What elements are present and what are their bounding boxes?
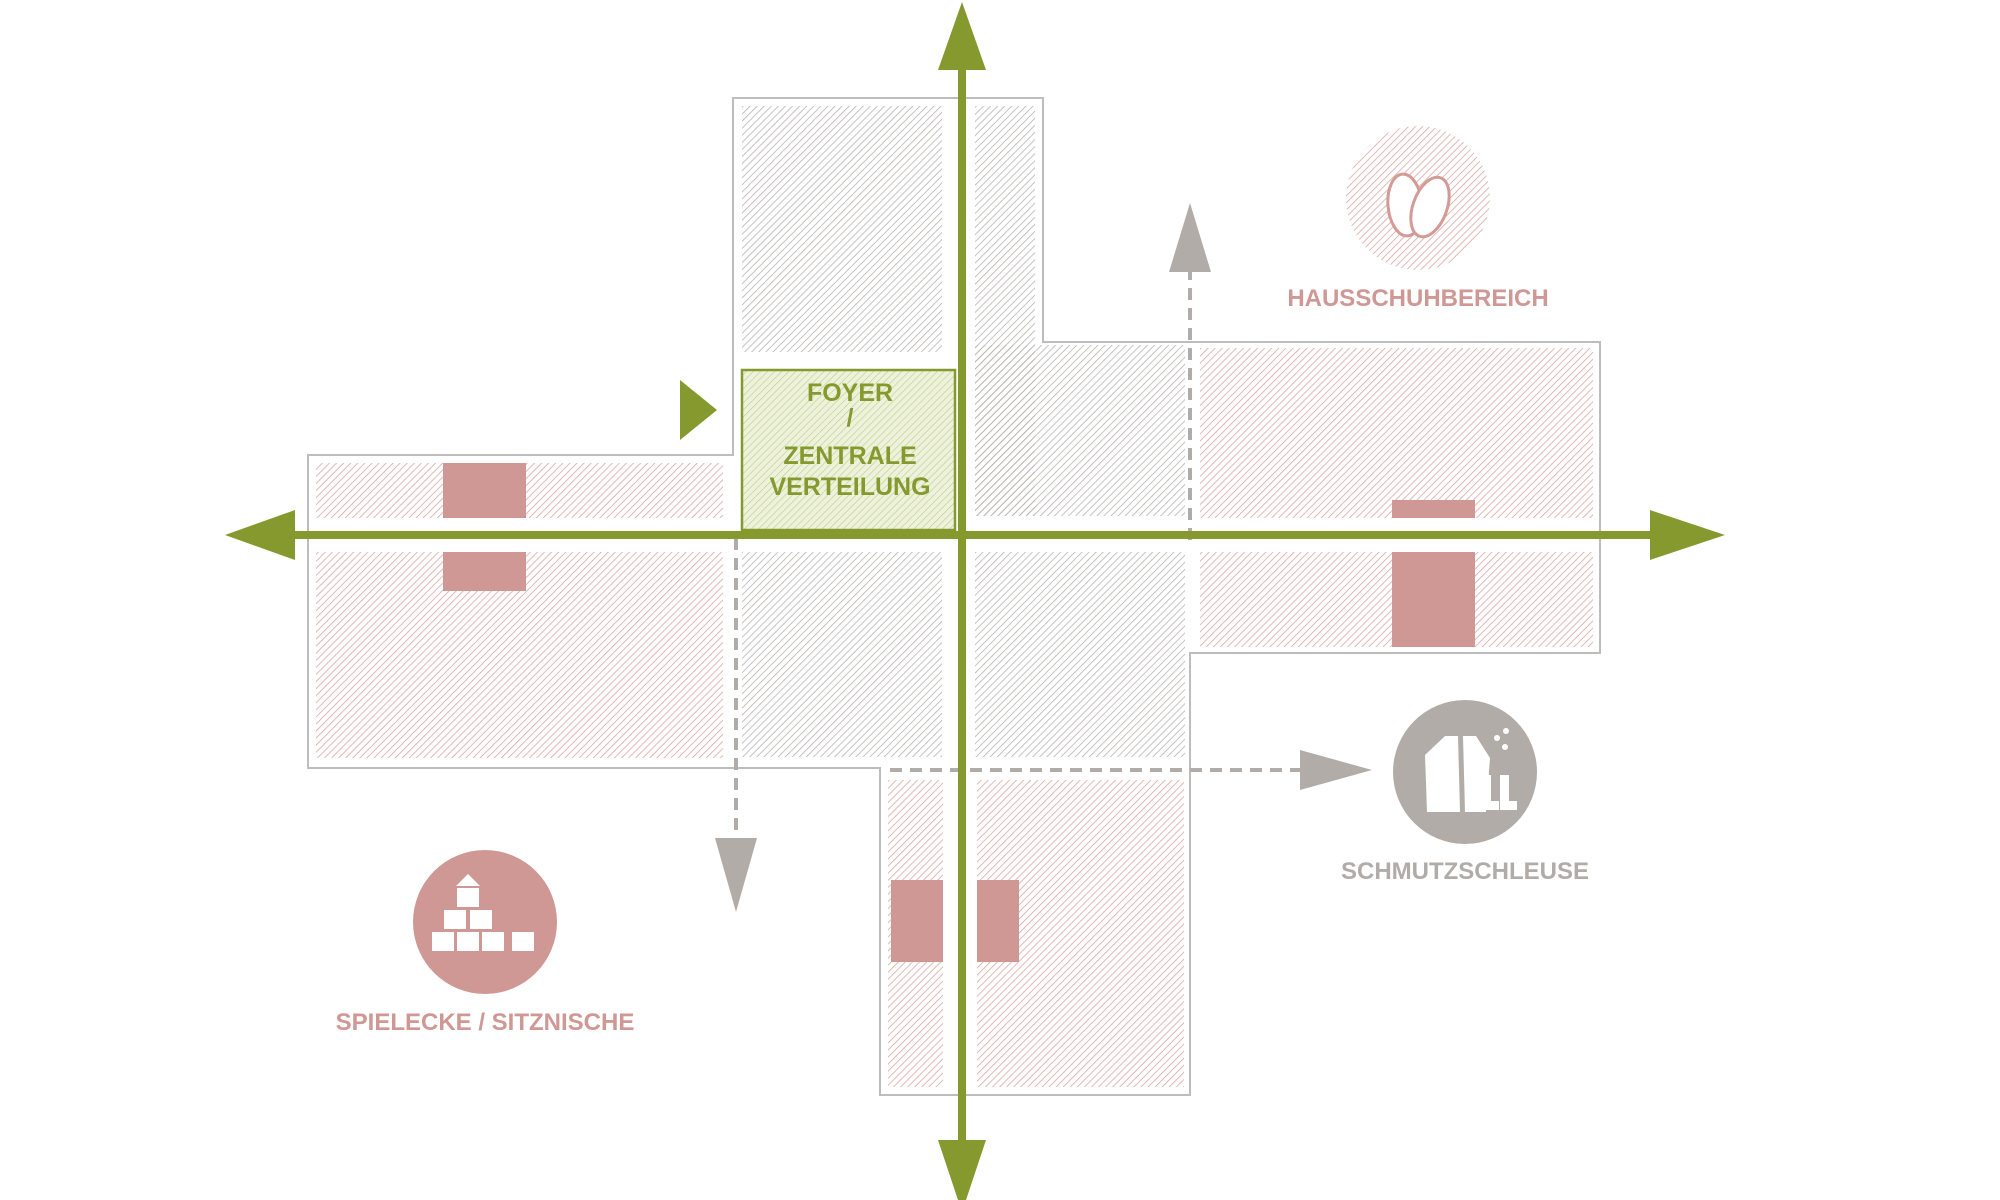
spiel-label: SPIELECKE / SITZNISCHE [336,1009,635,1036]
slippers-icon [1386,172,1451,239]
foyer-label-line-1: FOYER [807,379,893,407]
room-right-upper [1200,348,1593,518]
arrow-down-green [938,1140,986,1200]
foyer-hatch [740,368,957,532]
zone-spielecke: SPIELECKE / SITZNISCHE [336,850,635,1036]
room-bottom-left-grey [742,552,942,757]
dashed-path-top [1169,203,1211,540]
room-mid-right [975,345,1185,516]
bench-left-lower [443,552,526,591]
room-top-left [742,106,942,352]
arrow-right-green [1650,510,1725,560]
zone-hausschuhbereich: HAUSSCHUHBEREICH [1287,126,1549,312]
arrow-up-green [938,2,986,70]
foyer-label: FOYER / ZENTRALE VERTEILUNG [769,379,930,501]
entrance-arrow [680,380,717,440]
building-blocks-icon [432,874,534,951]
bench-left-upper [443,463,526,518]
foyer-label-line-2: / [847,404,854,432]
zone-schmutzschleuse: SCHMUTZSCHLEUSE [1341,700,1589,885]
dashed-path-left [715,538,757,912]
foyer-label-line-3: ZENTRALE [783,442,916,470]
arrow-left-green [225,510,295,560]
main-axis-horizontal [225,510,1725,560]
building-outline [307,97,1601,1096]
main-axis-vertical [938,2,986,1200]
arrow-down-grey [715,838,757,912]
bench-bottom-left [891,880,943,962]
bench-right-lower [1392,552,1475,647]
arrow-up-grey [1169,203,1211,272]
bench-bottom-right [977,880,1019,962]
coat-and-boots-icon [1425,728,1517,812]
schmutz-label: SCHMUTZSCHLEUSE [1341,858,1589,885]
bench-right-upper [1392,500,1475,518]
arrow-right-grey [1300,750,1372,790]
hausschuh-label: HAUSSCHUHBEREICH [1287,285,1548,312]
foyer-label-line-4: VERTEILUNG [769,473,930,501]
room-bottom-right-grey [975,552,1185,757]
